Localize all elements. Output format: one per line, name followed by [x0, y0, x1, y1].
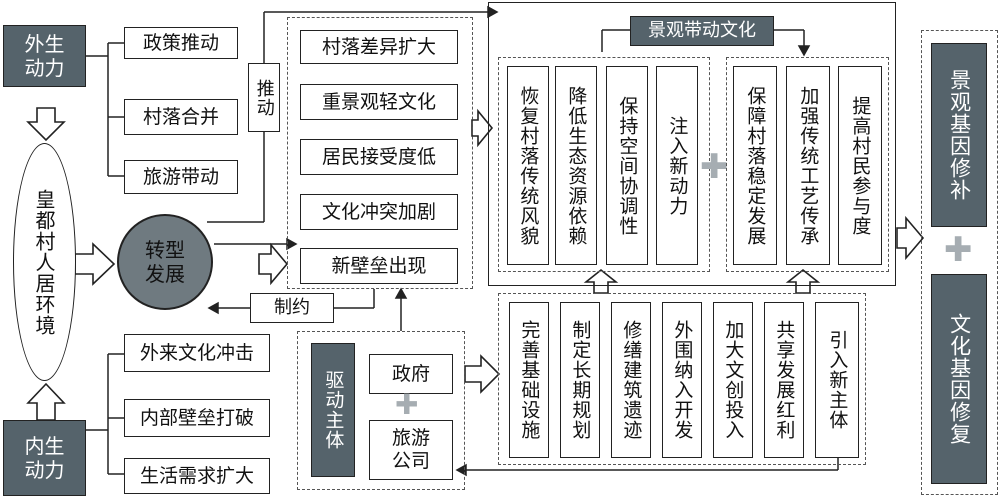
transformation-label: 转型发展	[145, 238, 185, 286]
endogenous-title: 内生动力	[3, 420, 86, 496]
goal-left-item: 保持空间协调性	[606, 66, 648, 265]
exogenous-item-policy: 政策推动	[124, 27, 238, 59]
results-group	[921, 30, 998, 495]
result-culture: 文化基因修复	[931, 274, 987, 484]
driver-company: 旅游公司	[369, 420, 453, 480]
action-item: 外围纳入开发	[662, 302, 702, 458]
plus-icon: ✚	[944, 230, 973, 270]
transformation-circle: 转型发展	[117, 214, 213, 310]
problems-group	[287, 17, 473, 289]
action-item: 引入新主体	[815, 302, 859, 458]
action-item: 共享发展红利	[764, 302, 804, 458]
driver-group	[297, 331, 465, 490]
driver-gov: 政府	[369, 354, 453, 394]
problem-item: 新壁垒出现	[300, 248, 458, 284]
goals-right-group	[726, 57, 889, 272]
goals-container	[488, 2, 896, 286]
actions-group	[498, 293, 866, 465]
action-item: 制定长期规划	[560, 302, 600, 458]
action-item: 修缮建筑遗迹	[611, 302, 651, 458]
plus-icon: ✚	[395, 388, 419, 421]
goal-left-item: 注入新动力	[656, 66, 698, 265]
goal-left-item: 恢复村落传统风貌	[507, 66, 549, 265]
environment-label: 皇都村人居环境	[32, 188, 56, 336]
action-item: 完善基础设施	[509, 302, 549, 458]
endogenous-item-barrier: 内部壁垒打破	[124, 399, 270, 437]
environment-ellipse: 皇都村人居环境	[13, 143, 76, 381]
result-landscape: 景观基因修补	[931, 43, 987, 227]
exogenous-item-merge: 村落合并	[124, 99, 238, 135]
problem-item: 文化冲突加剧	[300, 194, 458, 230]
endogenous-item-impact: 外来文化冲击	[124, 334, 270, 372]
goal-right-item: 加强传统工艺传承	[786, 66, 830, 265]
exogenous-item-tourism: 旅游带动	[124, 160, 238, 194]
endogenous-item-demand: 生活需求扩大	[124, 458, 270, 494]
goal-left-item: 降低生态资源依赖	[555, 66, 597, 265]
goal-right-item: 提高村民参与度	[838, 66, 882, 265]
push-label: 推动	[248, 63, 280, 132]
goal-right-item: 保障村落稳定发展	[733, 66, 777, 265]
exogenous-title: 外生动力	[3, 25, 86, 87]
driver-title: 驱动主体	[311, 343, 355, 477]
problem-item: 村落差异扩大	[300, 30, 458, 64]
problem-item: 居民接受度低	[300, 139, 458, 175]
constraint-label: 制约	[250, 293, 334, 323]
problem-item: 重景观轻文化	[300, 84, 458, 120]
action-item: 加大文创投入	[713, 302, 753, 458]
landscape-culture-label: 景观带动文化	[630, 16, 774, 46]
plus-icon: ✚	[700, 147, 729, 187]
goals-left-group	[498, 57, 710, 272]
